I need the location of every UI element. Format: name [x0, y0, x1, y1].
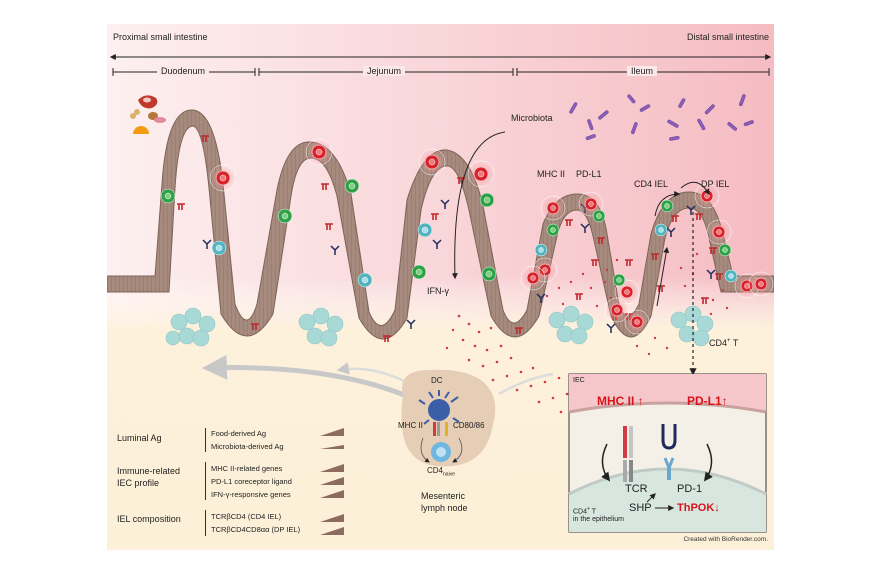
red-iel [624, 309, 650, 335]
inset-pd1-label: PD-1 [677, 483, 703, 495]
lymph-node-title-1: Mesenteric [421, 491, 466, 501]
ln-cd80-label: CD80/86 [453, 421, 485, 430]
legend-item: TCRβCD4CD8αα (DP IEL) [211, 525, 301, 534]
food-icons [130, 95, 166, 134]
mhc-ii-receptors [177, 135, 723, 342]
intestine-diagram [107, 24, 774, 550]
pd-l1-ligands [202, 199, 716, 333]
green-iel [718, 243, 732, 257]
red-iel [604, 297, 630, 323]
legend-cat-iel: IEL composition [117, 514, 181, 524]
dc-label: DC [431, 376, 443, 385]
inset-shp-label: SHP [629, 502, 652, 514]
red-iel [209, 164, 237, 192]
legend-item: Food-derived Ag [211, 429, 267, 438]
inset-epithelium-label: in the epithelium [573, 516, 624, 523]
inset-pdl1-up: PD-L1↑ [687, 394, 728, 408]
inset-box [568, 373, 767, 533]
legend-cat-luminal: Luminal Ag [117, 433, 162, 443]
region-jejunum: Jejunum [363, 66, 406, 76]
green-iel [612, 273, 626, 287]
proximal-label: Proximal small intestine [113, 32, 208, 42]
diagram-panel: Proximal small intestine Distal small in… [107, 24, 774, 550]
teal-cell [357, 272, 373, 288]
ifn-gamma-label: IFN-γ [427, 286, 449, 296]
green-iel [344, 178, 360, 194]
lamina-propria-clusters [165, 305, 714, 347]
green-iel [592, 209, 606, 223]
red-iel [578, 191, 604, 217]
lymph-node [401, 369, 496, 467]
inset-cd4t-label: CD4+ T [573, 506, 597, 516]
green-iel [411, 264, 427, 280]
legend-item: TCRβCD4 (CD4 IEL) [211, 512, 282, 521]
region-duodenum: Duodenum [157, 66, 210, 76]
distal-label: Distal small intestine [686, 32, 769, 42]
legend-triangles [320, 428, 344, 535]
ln-cd4-label: CD4naive [427, 466, 455, 478]
legend-item: MHC II-related genes [211, 464, 283, 473]
microbiota-label: Microbiota [511, 113, 553, 123]
red-iel [540, 195, 566, 221]
green-iel [481, 266, 497, 282]
ln-mhc-ii-label: MHC II [398, 421, 423, 430]
red-iel [748, 271, 774, 297]
green-iel [546, 223, 560, 237]
credit: Created with BioRender.com. [683, 536, 768, 543]
red-iel [520, 265, 546, 291]
cd4-t-label: CD4+ T [709, 338, 739, 348]
green-iel [660, 199, 674, 213]
legend-item: PD-L1 coreceptor ligand [211, 477, 292, 486]
legend-item: Microbiota-derived Ag [211, 442, 284, 451]
green-iel [160, 188, 176, 204]
red-iel [418, 148, 446, 176]
iel-cells [160, 138, 774, 335]
legend-item: IFN-γ-responsive genes [211, 490, 291, 499]
mhc-ii-label: MHC II [537, 169, 565, 179]
inset-thpok-label: ThPOK↓ [677, 502, 720, 514]
pd-l1-label: PD-L1 [576, 169, 602, 179]
legend-cat-iec-1: Immune-related [117, 466, 181, 476]
dp-iel-label: DP IEL [701, 179, 730, 189]
teal-cell [654, 223, 668, 237]
inset-tcr-label: TCR [625, 483, 648, 495]
inset-iec-label: IEC [573, 377, 585, 384]
lymph-node-title-2: lymph node [421, 503, 468, 513]
inset-mhc-up: MHC II ↑ [597, 394, 644, 408]
teal-cell [534, 243, 548, 257]
green-iel [479, 192, 495, 208]
teal-cell [417, 222, 433, 238]
legend-cat-iec-2: IEC profile [117, 478, 160, 488]
red-iel [706, 219, 732, 245]
cd4-iel-label: CD4 IEL [634, 179, 669, 189]
teal-cell [211, 240, 227, 256]
region-ileum: Ileum [627, 66, 658, 76]
red-iel [467, 160, 495, 188]
teal-cell [724, 269, 738, 283]
green-iel [277, 208, 293, 224]
microbiota-rods [569, 94, 754, 141]
red-iel [305, 138, 333, 166]
